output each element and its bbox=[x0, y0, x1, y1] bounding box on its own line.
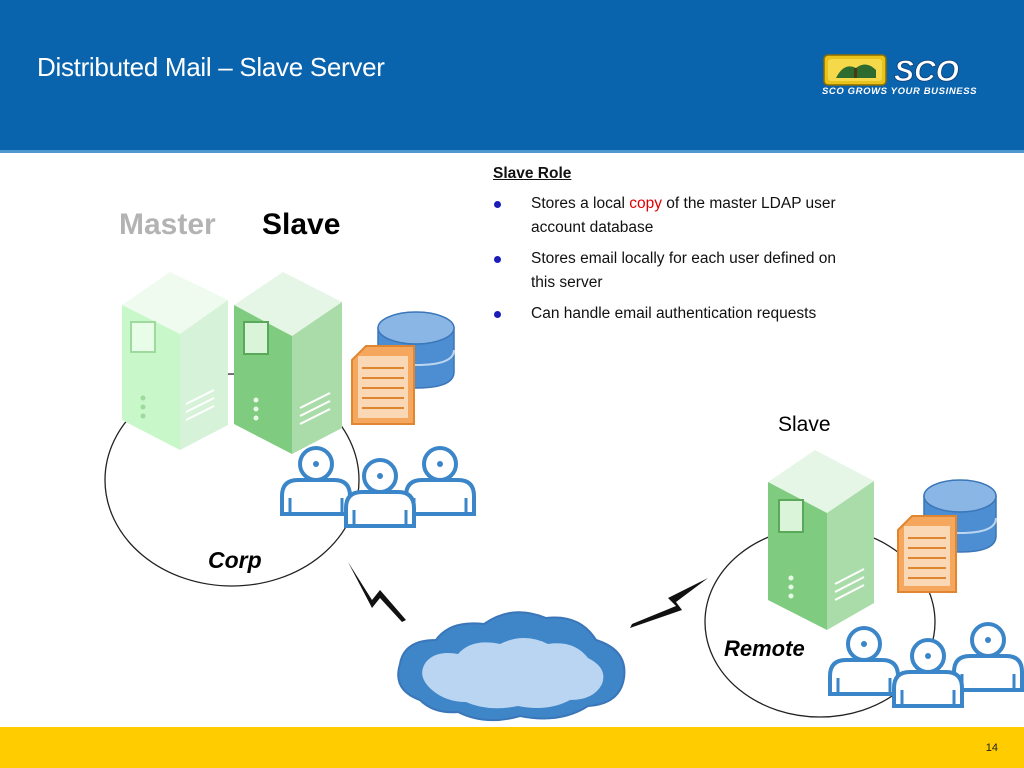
remote-slave-server-icon bbox=[768, 450, 874, 630]
slave-server-icon bbox=[234, 272, 342, 454]
bullet-icon bbox=[494, 201, 501, 208]
list-item: Can handle email authentication requests bbox=[493, 302, 843, 326]
footer-bar bbox=[0, 727, 1024, 768]
corp-label: Corp bbox=[208, 547, 262, 573]
user-icon bbox=[404, 446, 476, 516]
user-icon bbox=[892, 638, 964, 708]
sco-logo: SCO bbox=[823, 54, 959, 88]
remote-label: Remote bbox=[724, 636, 805, 661]
remote-slave-label: Slave bbox=[778, 413, 831, 436]
svg-text:SCO: SCO bbox=[894, 55, 959, 88]
corp-network-circle bbox=[104, 373, 360, 587]
master-label: Master bbox=[119, 208, 216, 241]
page-number: 14 bbox=[985, 742, 998, 754]
bullet-icon bbox=[494, 311, 501, 318]
user-icon bbox=[280, 446, 352, 516]
slave-role-list: Stores a local copy of the master LDAP u… bbox=[493, 192, 843, 326]
user-icon bbox=[344, 458, 416, 528]
highlight-copy: copy bbox=[629, 195, 662, 212]
header-divider bbox=[0, 150, 1024, 153]
document-icon bbox=[351, 345, 415, 425]
list-item: Stores email locally for each user defin… bbox=[493, 247, 843, 295]
cloud-icon bbox=[397, 611, 626, 722]
master-server-icon bbox=[122, 272, 228, 450]
user-icon bbox=[828, 626, 900, 696]
lightning-bolt-icon bbox=[348, 562, 406, 622]
user-icon bbox=[952, 622, 1024, 692]
lightning-bolt-icon bbox=[630, 578, 708, 628]
remote-document-icon bbox=[897, 515, 957, 593]
logo-tagline: SCO GROWS YOUR BUSINESS bbox=[822, 86, 978, 97]
network-diagram bbox=[104, 272, 1024, 722]
slave-role-heading: Slave Role bbox=[493, 165, 572, 182]
slave-role-box: Slave Role Stores a local copy of the ma… bbox=[493, 162, 843, 333]
slave-label: Slave bbox=[262, 208, 341, 241]
slide-title: Distributed Mail – Slave Server bbox=[37, 52, 385, 82]
bullet-icon bbox=[494, 256, 501, 263]
list-item: Stores a local copy of the master LDAP u… bbox=[493, 192, 843, 240]
